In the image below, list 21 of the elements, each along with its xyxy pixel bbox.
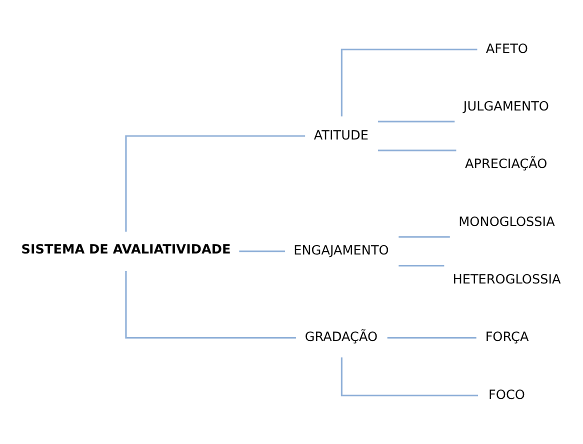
node-text: FOCO: [488, 387, 525, 402]
connector: [378, 120, 455, 122]
connector: [340, 356, 478, 396]
node-text: APRECIAÇÃO: [465, 156, 548, 172]
node-text: AFETO: [486, 41, 528, 56]
connector: [340, 48, 478, 116]
node-text: ATITUDE: [314, 128, 368, 143]
connector: [125, 270, 296, 338]
connector: [398, 264, 444, 266]
node-text: JULGAMENTO: [463, 98, 549, 114]
node-text: MONOGLOSSIA: [458, 214, 555, 230]
connector: [398, 236, 450, 238]
node-text: ENGAJAMENTO: [294, 243, 389, 258]
connector: [387, 336, 476, 338]
connector: [125, 134, 306, 232]
connector: [378, 149, 456, 151]
node-text: SISTEMA DE AVALIATIVIDADE: [21, 242, 231, 258]
node-text: GRADAÇÃO: [304, 330, 378, 345]
node-text: HETEROGLOSSIA: [452, 272, 561, 287]
connector: [239, 250, 285, 252]
node-text: FORÇA: [485, 330, 529, 345]
